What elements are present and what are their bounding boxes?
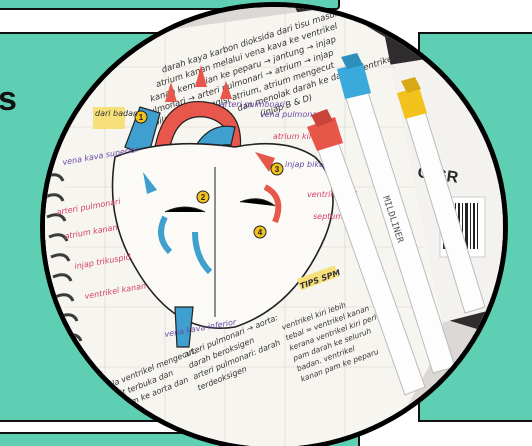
marker-3: 3 (275, 165, 280, 174)
label-septum: septum (313, 212, 343, 221)
marker-2: 2 (201, 193, 206, 202)
marker-4: 4 (258, 228, 263, 237)
circular-photo: O.GR (40, 2, 508, 446)
label-dari-badan: dari badan (95, 109, 138, 118)
marker-1: 1 (139, 113, 144, 122)
label-atrium-kiri: atrium kiri (273, 132, 315, 141)
label-arteri-pulmonari-top: arteri pulmonari (220, 100, 286, 109)
heading-fragment: s (0, 80, 17, 119)
